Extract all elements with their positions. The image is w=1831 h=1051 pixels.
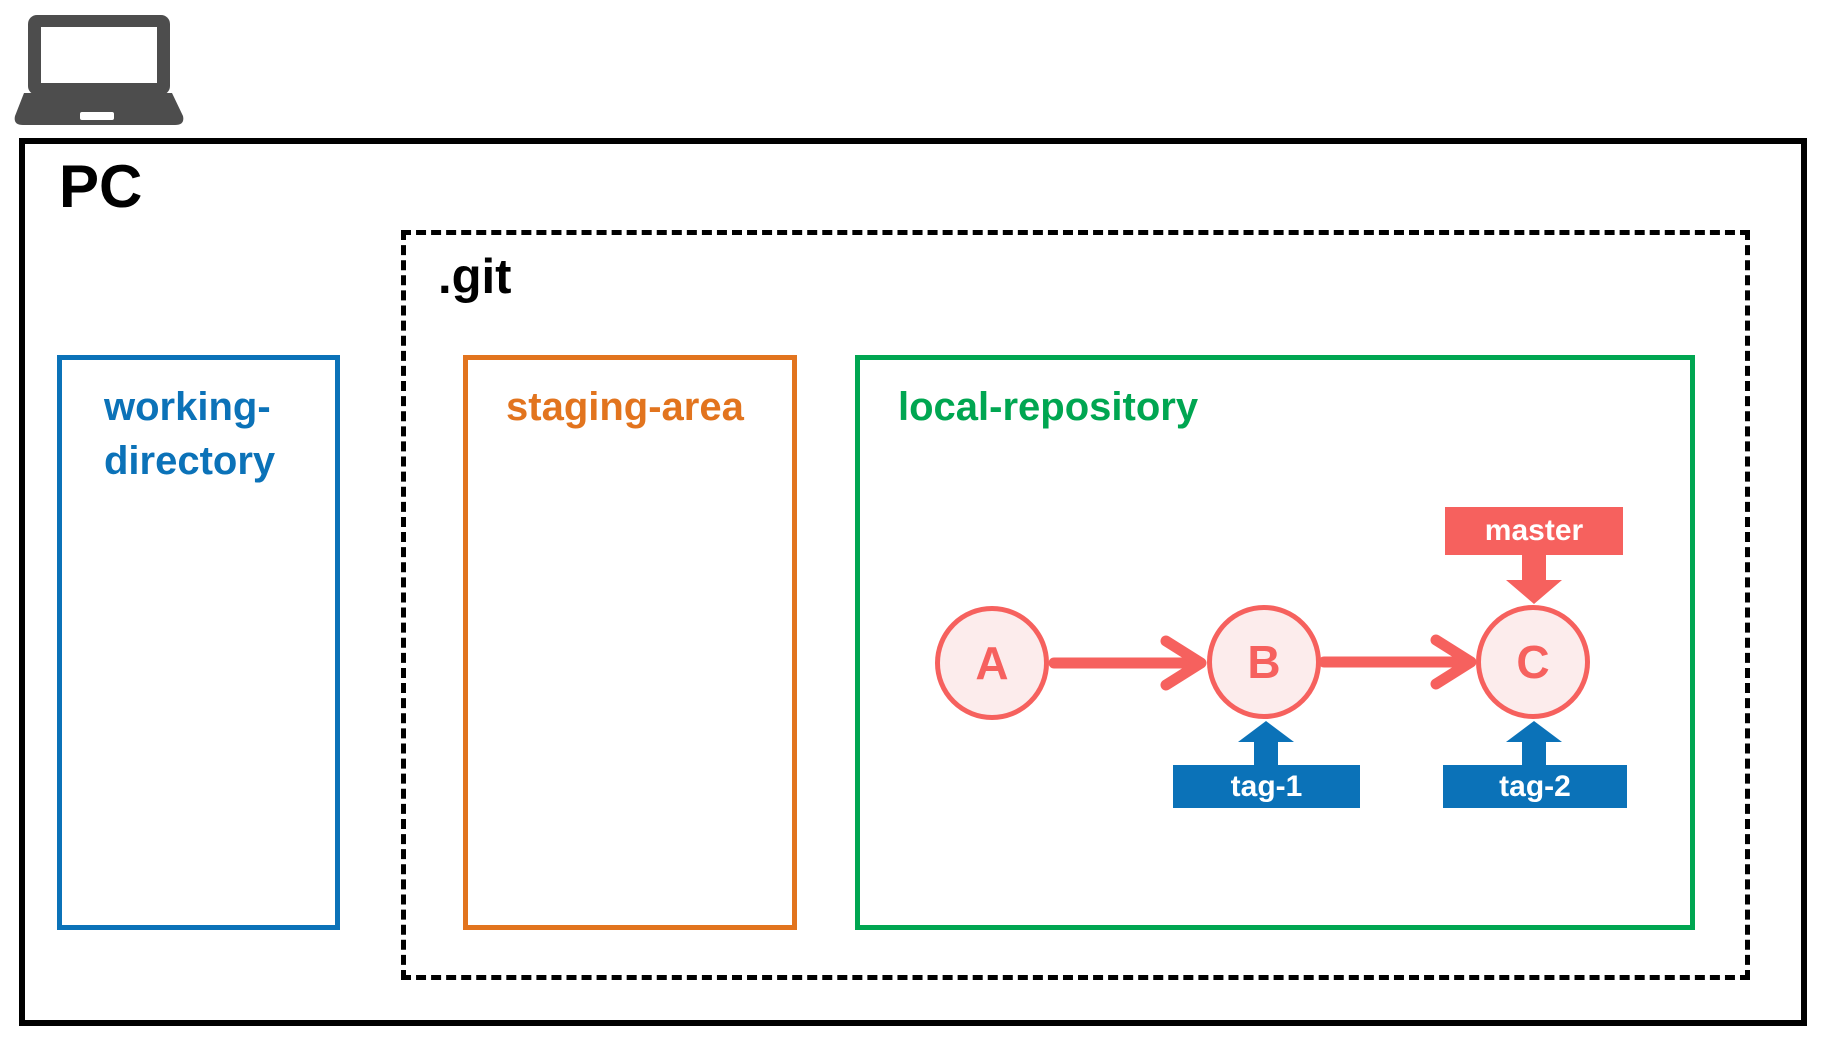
- git-directory-box: [401, 230, 1750, 980]
- commit-b-label: B: [1247, 636, 1281, 688]
- staging-area-label: staging-area: [506, 385, 744, 429]
- branch-label-master-text: master: [1484, 514, 1584, 547]
- working-directory-box: working- directory: [57, 355, 340, 930]
- pc-label: PC: [59, 153, 143, 220]
- commit-node-b: B: [1207, 605, 1321, 719]
- commit-node-a: A: [935, 606, 1049, 720]
- commit-node-c: C: [1476, 605, 1590, 719]
- branch-label-master: master: [1445, 507, 1623, 555]
- working-directory-label-line2: directory: [104, 439, 276, 483]
- laptop-icon: [14, 15, 184, 125]
- tag-label-1: tag-1: [1173, 765, 1360, 808]
- local-repository-label: local-repository: [898, 385, 1199, 429]
- staging-area-box: staging-area: [463, 355, 797, 930]
- tag-label-2-text: tag-2: [1499, 769, 1571, 803]
- working-directory-label: working- directory: [62, 360, 335, 488]
- commit-a-label: A: [975, 637, 1009, 689]
- tag-label-1-text: tag-1: [1230, 769, 1303, 803]
- pc-box: [19, 138, 1807, 1026]
- commit-c-label: C: [1516, 636, 1550, 688]
- working-directory-label-line1: working-: [104, 385, 271, 429]
- git-directory-label: .git: [438, 250, 512, 304]
- tag-label-2: tag-2: [1443, 765, 1627, 808]
